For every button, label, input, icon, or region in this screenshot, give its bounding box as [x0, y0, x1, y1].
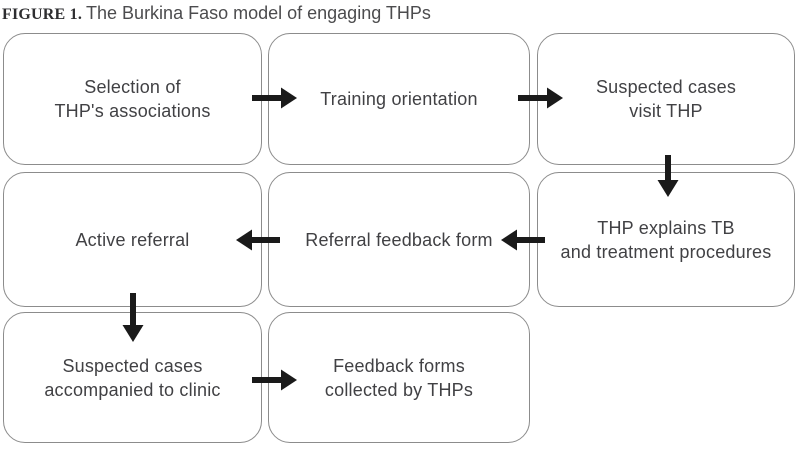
node-referral-feedback-form: Referral feedback form [268, 172, 530, 307]
node-thp-explains-tb: THP explains TB and treatment procedures [537, 172, 795, 307]
node-label: Referral feedback form [305, 229, 493, 250]
node-label: Active referral [75, 229, 190, 250]
figure-label: FIGURE 1. [2, 6, 83, 23]
node-label: Selection of THP's associations [54, 77, 211, 121]
node-selection-of-thps-associations: Selection of THP's associations [3, 33, 262, 165]
node-suspected-cases-visit-thp: Suspected cases visit THP [537, 33, 795, 165]
node-active-referral: Active referral [3, 172, 262, 307]
node-label: THP explains TB and treatment procedures [560, 217, 772, 262]
node-label: Suspected cases visit THP [595, 77, 737, 121]
node-training-orientation: Training orientation [268, 33, 530, 165]
figure-title: The Burkina Faso model of engaging THPs [86, 3, 431, 23]
node-feedback-forms-collected-by-thps: Feedback forms collected by THPs [268, 312, 530, 443]
node-label: Feedback forms collected by THPs [324, 355, 474, 400]
node-label: Suspected cases accompanied to clinic [44, 355, 221, 400]
node-suspected-cases-accompanied-to-clinic: Suspected cases accompanied to clinic [3, 312, 262, 443]
figure-caption: FIGURE 1.The Burkina Faso model of engag… [2, 3, 431, 24]
node-label: Training orientation [320, 89, 478, 109]
